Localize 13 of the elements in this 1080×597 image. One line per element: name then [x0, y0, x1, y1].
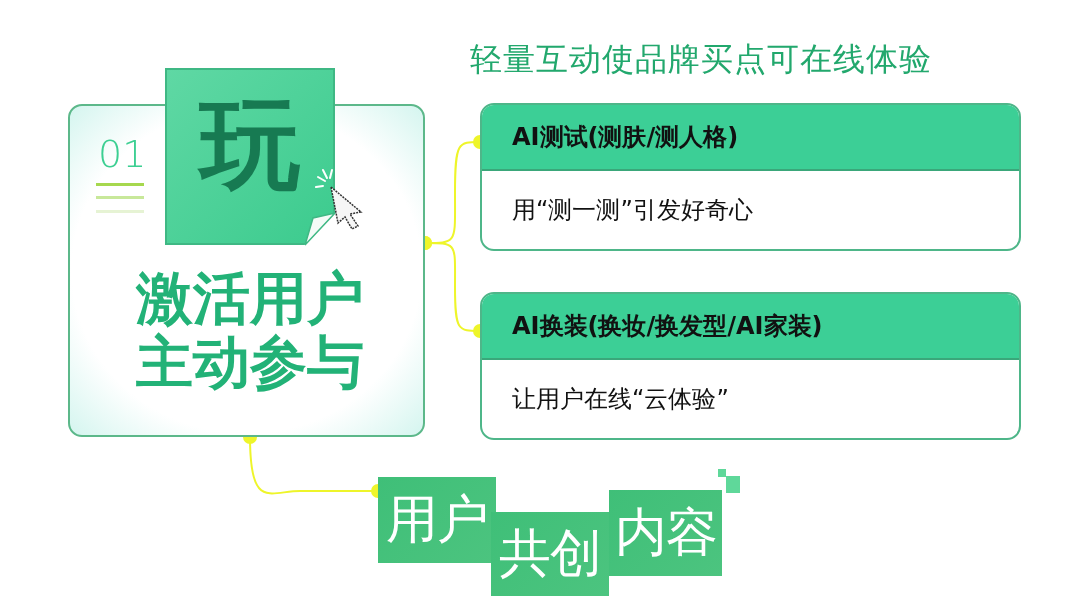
feature-card — [480, 292, 1021, 440]
sticky-note — [165, 68, 335, 245]
heading: 轻量互动使品牌买点可在线体验 — [470, 39, 933, 80]
tag-block: 内容 — [609, 490, 722, 576]
card-heading: 激活用户主动参与 — [134, 266, 365, 394]
feature-card — [480, 103, 1021, 251]
card-title: AI测试(测肤/测人格) — [482, 105, 1019, 171]
tag-block: 用户 — [378, 477, 496, 563]
step-number: 01 — [98, 132, 147, 176]
card-description: 用“测一测”引发好奇心 — [511, 195, 754, 226]
card-title: AI换装(换妆/换发型/AI家装) — [482, 294, 1019, 360]
tag-block: 共创 — [491, 512, 609, 596]
card-description: 让用户在线“云体验” — [511, 384, 730, 415]
